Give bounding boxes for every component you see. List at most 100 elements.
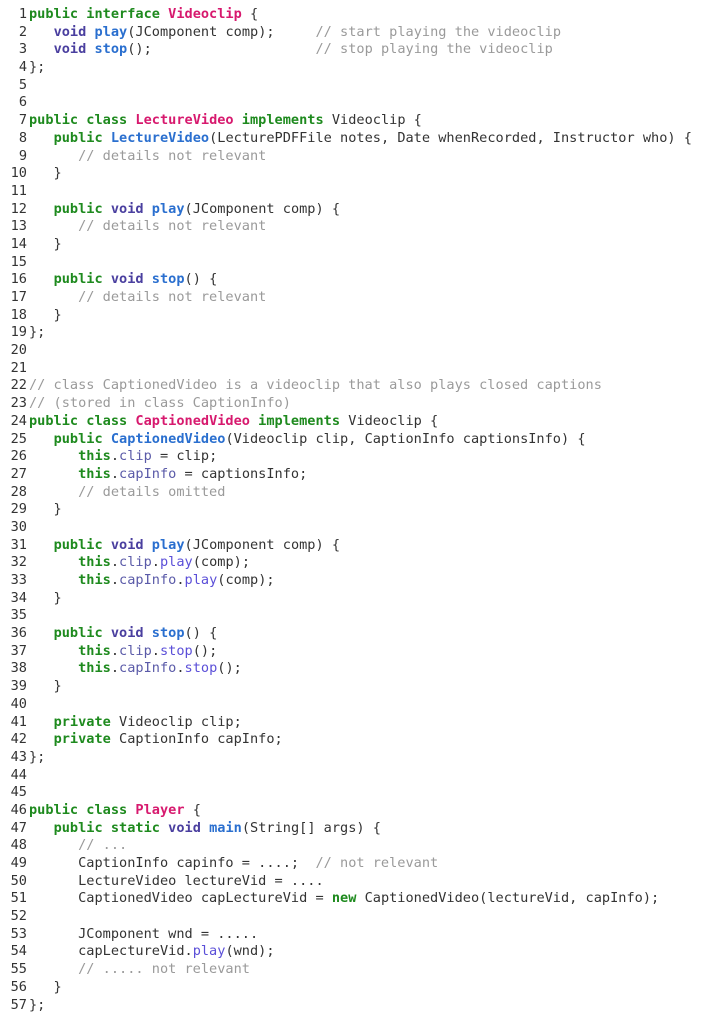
code-token-fn: CaptionedVideo bbox=[110, 430, 226, 447]
code-token-kw: public bbox=[53, 129, 103, 146]
code-line: 31 public void play(JComponent comp) { bbox=[0, 537, 728, 555]
code-text bbox=[29, 519, 728, 537]
line-number: 35 bbox=[10, 607, 27, 624]
line-number: 39 bbox=[10, 678, 27, 695]
line-number: 54 bbox=[10, 943, 27, 960]
code-text: capLectureVid.play(wnd); bbox=[29, 943, 728, 961]
code-token-pl bbox=[29, 218, 78, 234]
code-token-pl bbox=[29, 625, 54, 641]
code-token-fld: clip bbox=[119, 448, 152, 465]
code-token-pl bbox=[29, 148, 78, 164]
code-token-kw: public bbox=[53, 200, 103, 217]
code-token-pl: . bbox=[110, 660, 120, 677]
code-line: 56 } bbox=[0, 979, 728, 997]
code-token-pl: (JComponent comp) { bbox=[184, 536, 341, 553]
code-text: public CaptionedVideo(Videoclip clip, Ca… bbox=[29, 431, 728, 449]
code-text: void play(JComponent comp); // start pla… bbox=[29, 24, 728, 42]
code-text: public void play(JComponent comp) { bbox=[29, 537, 728, 555]
code-token-kw: private bbox=[53, 713, 111, 730]
code-text bbox=[29, 696, 728, 714]
code-token-fn: stop bbox=[151, 271, 185, 288]
line-number: 52 bbox=[10, 908, 27, 925]
code-line: 18 } bbox=[0, 307, 728, 325]
code-text: public void stop() { bbox=[29, 625, 728, 643]
line-number: 38 bbox=[10, 660, 27, 677]
code-token-cm: // details not relevant bbox=[78, 218, 267, 235]
code-token-pl: } bbox=[29, 165, 62, 182]
code-token-pl bbox=[144, 201, 152, 217]
code-line: 15 bbox=[0, 254, 728, 272]
code-text: this.capInfo.play(comp); bbox=[29, 572, 728, 590]
code-line: 39 } bbox=[0, 678, 728, 696]
code-token-typ: void bbox=[53, 23, 87, 40]
code-line: 29 } bbox=[0, 501, 728, 519]
code-token-kw: public class bbox=[29, 801, 136, 818]
code-token-cm: // details not relevant bbox=[78, 289, 267, 305]
code-text bbox=[29, 94, 728, 112]
code-token-pl: (LecturePDFFile notes, Date whenRecorded… bbox=[209, 129, 692, 146]
code-line: 26 this.clip = clip; bbox=[0, 448, 728, 466]
code-token-call: play bbox=[184, 572, 218, 588]
code-token-pl bbox=[29, 731, 54, 747]
code-text bbox=[29, 77, 728, 95]
code-token-cm: // ..... not relevant bbox=[78, 961, 250, 978]
code-token-pl bbox=[29, 660, 78, 676]
code-line: 37 this.clip.stop(); bbox=[0, 643, 728, 661]
code-token-typ: void bbox=[53, 41, 87, 58]
code-token-pl bbox=[29, 130, 54, 146]
code-token-pl bbox=[29, 714, 54, 730]
code-line: 36 public void stop() { bbox=[0, 625, 728, 643]
code-token-cm: // stop playing the videoclip bbox=[315, 41, 553, 58]
code-token-pl: . bbox=[151, 554, 160, 571]
line-number: 53 bbox=[10, 925, 27, 942]
code-text: public class Player { bbox=[29, 802, 728, 820]
code-token-fn: play bbox=[151, 200, 185, 217]
line-number: 7 bbox=[18, 112, 27, 129]
code-token-pl bbox=[103, 537, 111, 553]
code-text bbox=[29, 254, 728, 272]
code-text: // (stored in class CaptionInfo) bbox=[29, 395, 728, 413]
code-token-pl bbox=[103, 431, 111, 447]
code-token-fld: clip bbox=[119, 642, 152, 659]
line-number: 25 bbox=[10, 430, 27, 447]
line-number: 32 bbox=[10, 554, 27, 571]
code-text: } bbox=[29, 236, 728, 254]
code-token-fld: capInfo bbox=[119, 660, 177, 677]
code-line: 6 bbox=[0, 94, 728, 112]
code-text: public void play(JComponent comp) { bbox=[29, 201, 728, 219]
code-text: // details not relevant bbox=[29, 289, 728, 307]
line-number: 14 bbox=[10, 235, 27, 252]
code-token-cm: // ... bbox=[78, 837, 128, 854]
code-token-pl: . bbox=[151, 642, 160, 659]
code-token-kw: public bbox=[53, 536, 103, 553]
code-text: void stop(); // stop playing the videocl… bbox=[29, 41, 728, 59]
code-token-pl bbox=[201, 820, 209, 836]
code-token-pl bbox=[86, 41, 94, 57]
code-line: 5 bbox=[0, 77, 728, 95]
line-number: 31 bbox=[10, 536, 27, 553]
line-number: 9 bbox=[18, 147, 27, 164]
line-number: 33 bbox=[10, 572, 27, 588]
code-text: public class LectureVideo implements Vid… bbox=[29, 112, 728, 130]
code-text: JComponent wnd = ..... bbox=[29, 926, 728, 944]
code-line: 53 JComponent wnd = ..... bbox=[0, 926, 728, 944]
line-number: 17 bbox=[10, 289, 27, 305]
code-text: }; bbox=[29, 997, 728, 1015]
line-number: 15 bbox=[10, 253, 27, 270]
code-token-fld: capInfo bbox=[119, 572, 177, 588]
code-text: public void stop() { bbox=[29, 271, 728, 289]
line-number: 3 bbox=[18, 41, 27, 58]
code-text bbox=[29, 908, 728, 926]
line-number: 18 bbox=[10, 306, 27, 323]
code-line: 23// (stored in class CaptionInfo) bbox=[0, 395, 728, 413]
code-token-pl: CaptionInfo capinfo = ....; bbox=[29, 855, 316, 871]
code-token-pl: (JComponent comp) { bbox=[184, 200, 341, 217]
line-number: 5 bbox=[18, 76, 27, 93]
code-token-cm: // start playing the videoclip bbox=[315, 23, 562, 40]
code-text bbox=[29, 607, 728, 625]
code-text: } bbox=[29, 501, 728, 519]
code-text: this.clip = clip; bbox=[29, 448, 728, 466]
code-token-pl: . bbox=[176, 660, 185, 677]
code-token-pl bbox=[103, 271, 111, 287]
